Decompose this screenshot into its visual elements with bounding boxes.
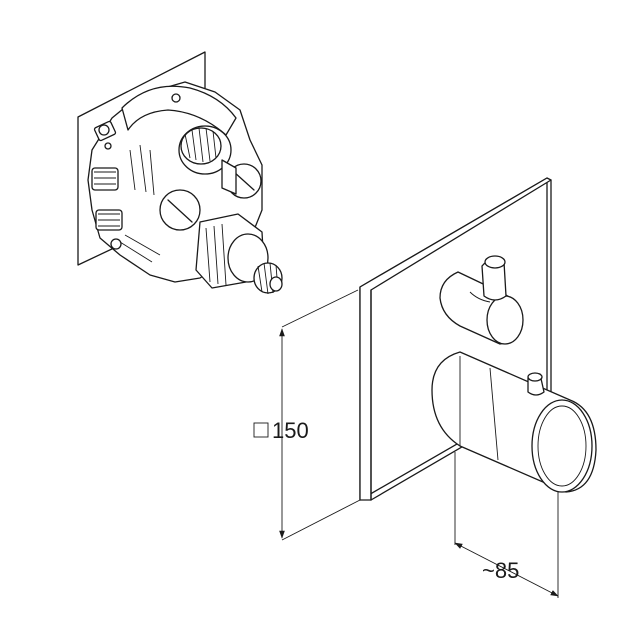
square-symbol [253, 422, 269, 438]
diverter-handle [439, 255, 524, 345]
cartridge-spindle [195, 213, 283, 295]
depth-label: ~85 [482, 558, 519, 583]
thermostat-knob [431, 351, 597, 493]
concealed-body-unit [77, 51, 283, 295]
depth-dimension: ~85 [454, 452, 559, 598]
upper-stop-valve [178, 125, 262, 199]
height-dimension: 150 [253, 289, 361, 541]
side-fittings [91, 120, 161, 263]
trim-assembly [359, 177, 597, 501]
lower-stop-valve [159, 189, 201, 231]
plate-size-label: 150 [272, 418, 309, 443]
